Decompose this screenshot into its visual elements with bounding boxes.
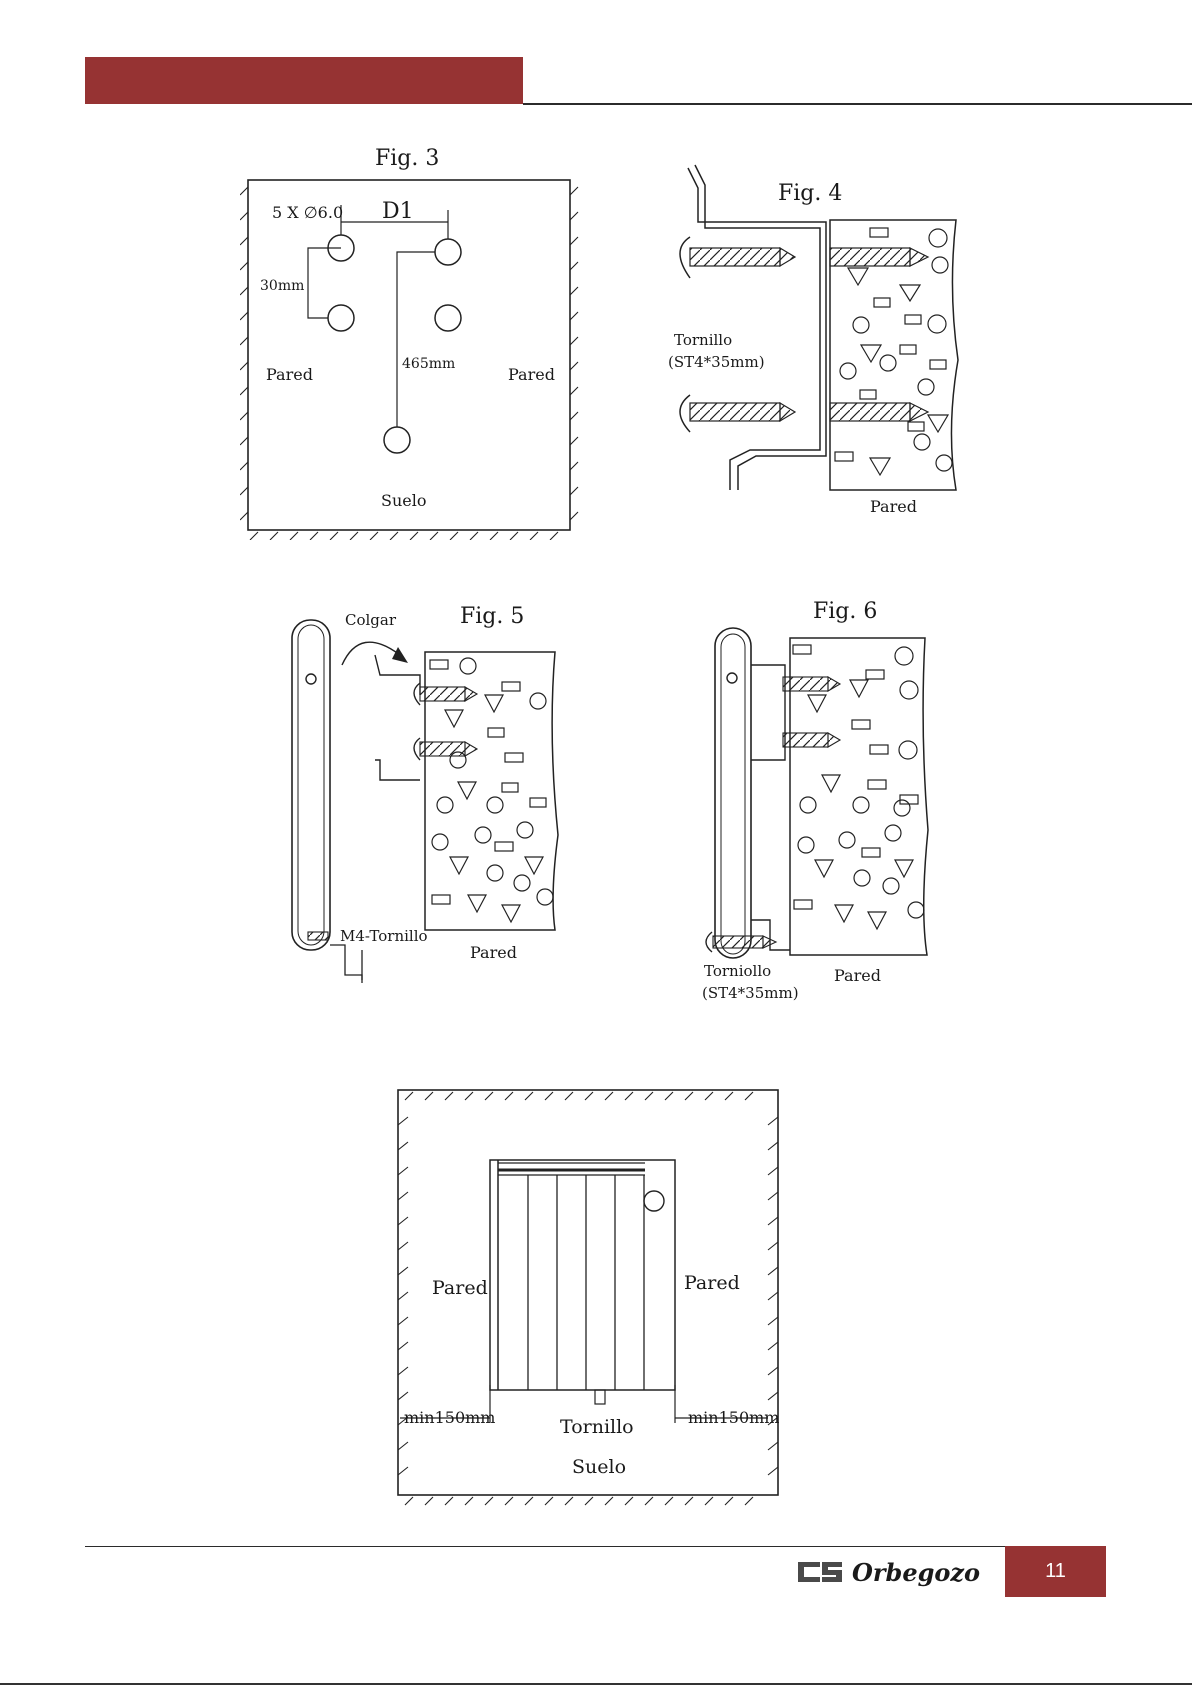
fig-4-screw-label: Tornillo (674, 331, 732, 349)
fig-5-hanging-radiator: Fig. 5 Colgar M4-Tornillo Pared (280, 595, 580, 985)
header-rule (523, 103, 1192, 105)
fig-5-wall-label: Pared (470, 943, 517, 962)
fig-7-installation-clearance: Pared Pared min150mm min150mm Tornillo S… (390, 1085, 790, 1510)
fig-4-title: Fig. 4 (778, 181, 842, 206)
fig-5-hang-label: Colgar (345, 611, 397, 629)
fig-4-screw-size: (ST4*35mm) (668, 353, 765, 371)
fig-7-wall-left: Pared (432, 1277, 488, 1299)
page-number-text: 11 (1045, 1560, 1066, 1583)
fig-3-465mm-label: 465mm (402, 356, 455, 372)
brand-name: Orbegozo (852, 1558, 980, 1587)
fig-3-title: Fig. 3 (375, 146, 439, 171)
fig-7-min-right: min150mm (688, 1408, 779, 1427)
orbegozo-logo: Orbegozo (798, 1557, 990, 1587)
fig-3-30mm-label: 30mm (260, 278, 304, 294)
fig-7-wall-right: Pared (684, 1272, 740, 1294)
fig-4-wall-label: Pared (870, 497, 917, 516)
fig-3-floor: Suelo (381, 491, 426, 510)
footer-rule (85, 1546, 1005, 1547)
fig-6-screw-label: Torniollo (704, 962, 771, 980)
fig-3-drilling-template: Fig. 3 5 X ∅6.0 D1 30mm 465mm Pared Pare… (240, 140, 580, 540)
fig-5-screw-label: M4-Tornillo (340, 927, 428, 945)
header-accent-bar (85, 57, 523, 104)
fig-6-fixing-radiator: Fig. 6 Torniollo (ST4*35mm) Pared (690, 590, 950, 1010)
fig-6-title: Fig. 6 (813, 599, 877, 624)
fig-3-wall-left: Pared (266, 365, 313, 384)
fig-6-wall-label: Pared (834, 966, 881, 985)
fig-5-title: Fig. 5 (460, 604, 524, 629)
fig-3-d1-label: D1 (382, 199, 414, 224)
fig-4-bracket-fixing: Fig. 4 Tornillo (ST4*35mm) Pared (660, 160, 980, 530)
fig-7-screw-label: Tornillo (560, 1416, 634, 1438)
fig-3-holes-label: 5 X ∅6.0 (272, 203, 343, 222)
fig-6-screw-size: (ST4*35mm) (702, 984, 799, 1002)
fig-3-wall-right: Pared (508, 365, 555, 384)
fig-7-floor-label: Suelo (572, 1456, 626, 1478)
fig-7-min-left: min150mm (404, 1408, 495, 1427)
radiator-drawing (490, 1160, 675, 1404)
page-number: 11 (1005, 1546, 1106, 1597)
